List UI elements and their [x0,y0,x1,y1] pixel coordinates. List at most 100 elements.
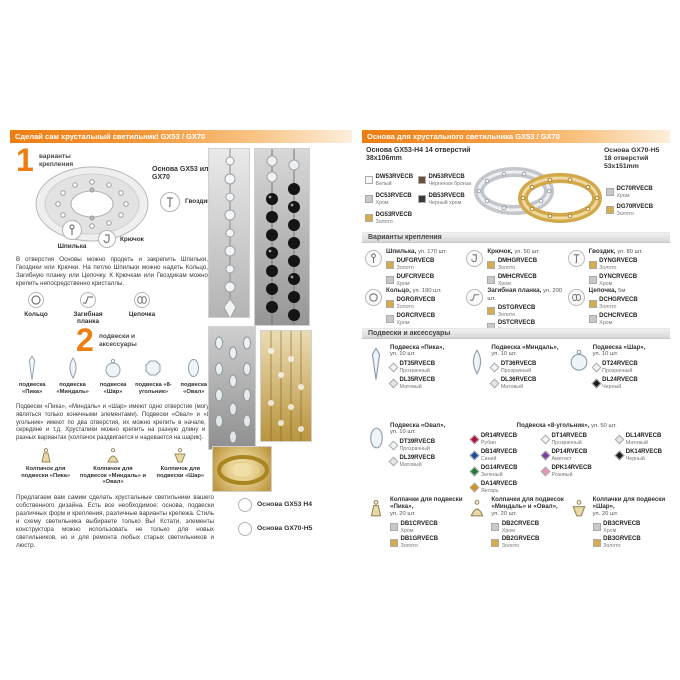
color-swatch-icon [606,206,614,215]
pin-icon [69,224,75,235]
photo-round-chandelier [212,446,272,492]
color-name: Прозрачный [399,446,430,453]
cap-icon [569,496,589,552]
fastener-name: Крючок, уп. 50 шт. [487,248,540,255]
product-code: DB3GRVECB [603,536,641,543]
bracket-icon [83,296,93,304]
product-code: DL24RVECB [602,376,638,383]
product-code: DYNCRVECB [599,273,638,280]
intro-paragraph: Предлагаем вам самим сделать хрустальные… [16,494,214,550]
product-code: DMHGRVECB [497,258,538,265]
ring-callout [28,292,44,308]
pendant-almond-icon [69,357,77,380]
color-name: Хром [396,319,410,326]
color-swatch-icon [386,276,394,285]
left-panel: Сделай сам хрустальный светильник! GX53 … [10,130,352,556]
product-code: DGRGRVECB [396,297,436,304]
color-swatch-icon [365,176,373,185]
color-swatch-icon [588,299,597,308]
color-swatch-icon [588,315,597,324]
product-code: DMHCRVECB [497,273,537,280]
hook-icon [103,234,110,244]
left-header-title: Сделай сам хрустальный светильник! GX53 … [15,132,206,141]
color-name: Золото [396,265,414,272]
mounting-description: В отверстия Основы можно продеть и закре… [16,256,208,288]
product-code: DB2GRVECB [501,536,540,543]
step-1-number: 1 [16,142,34,178]
ring-label: Кольцо [24,311,48,318]
color-name: Золото [497,265,516,272]
section-pendants-accessories: Подвески и аксессуары [362,328,670,339]
cap-icon [174,448,187,463]
color-swatch-icon [606,188,614,197]
pendant-cell-octagon: Подвеска «8-угольник», уп. 50 шт. DR14RV… [465,420,668,494]
color-swatch-icon [469,466,480,477]
color-name: Золото [396,304,414,311]
product-code: DR14RVECB [480,432,518,439]
fastener-name: Загибная планка, уп. 200 шт. [487,287,563,302]
caps-row: Колпачок для подвески «Пика» Колпачок дл… [12,448,214,486]
pendant-type-oval: подвеска «Овал» [174,356,214,395]
color-name: Хром [375,199,389,206]
color-name: Розовый [551,471,573,478]
cap-item-ball: Колпачок для подвески «Шар» [147,448,214,486]
color-swatch-icon [489,378,500,389]
pendant-name: Подвеска «Овал»,уп. 10 шт. [390,422,446,436]
color-name: Матовый [625,439,648,446]
color-swatch-icon [540,466,551,477]
product-code: DB53RVECB [428,192,465,199]
product-code: DUFCRVECB [396,273,435,280]
color-name: Золото [603,543,621,550]
cap-name: Колпачки для подвесок «Миндаль» и «Овал»… [491,496,564,517]
cap-cell-almond-oval: Колпачки для подвесок «Миндаль» и «Овал»… [465,494,566,554]
color-swatch-icon [614,450,625,461]
product-code: DL14RVECB [625,432,662,439]
diameter-icon [238,498,252,512]
pin-callout [62,220,82,240]
color-name: Золото [501,543,520,550]
step-2-label: подвески и аксессуары [99,333,137,348]
chain-icon [567,289,585,306]
pendant-name: Подвеска «Пика»,уп. 10 шт. [390,344,445,358]
product2-name: Основа GX70-H5 18 отверстий [604,147,660,163]
product-code: DSTCRVECB [497,320,536,327]
pendant-type-almond: подвеска «Миндаль» [52,356,92,395]
chain-label: Цепочка [128,311,156,318]
color-swatch-icon [592,538,601,547]
product2-title: Основа GX70-H5 18 отверстий 53х151mm [604,147,668,171]
color-swatch-icon [614,434,625,445]
nail-callout [160,192,180,212]
color-swatch-icon [591,362,602,373]
color-name: Хром [603,527,617,534]
color-name: Синий [480,455,497,462]
product1-size: 38х106mm [366,155,402,163]
color-swatch-icon [489,362,500,373]
color-swatch-icon [540,450,551,461]
product-code: DB1GRVECB [400,536,439,543]
color-name: Золото [497,311,516,318]
